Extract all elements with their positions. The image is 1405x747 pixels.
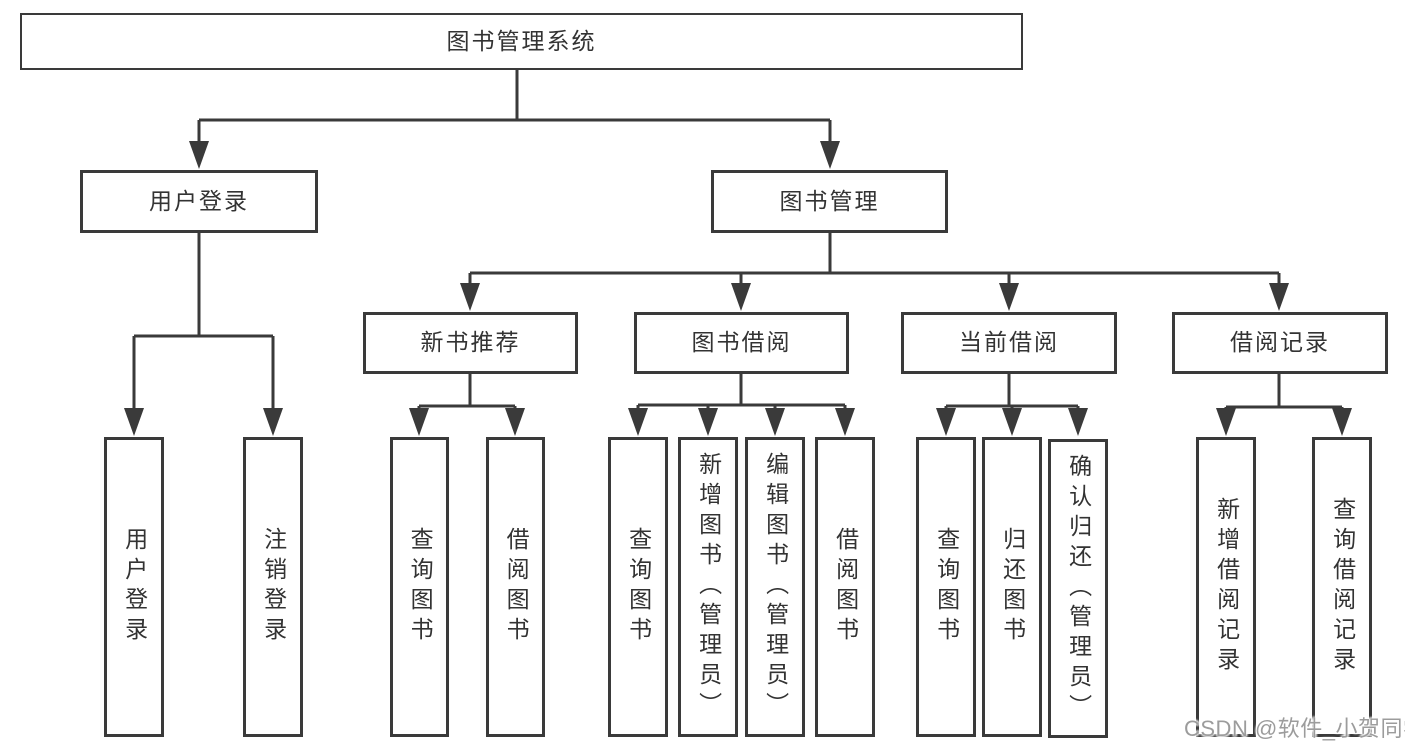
arrow-down-icon	[1269, 283, 1289, 311]
node-label: 用户登录	[121, 527, 148, 647]
csdn-watermark: CSDN @软件_小贺同学	[1184, 716, 1405, 741]
connector-stems	[132, 69, 1344, 412]
leaf-recommend-query-books: 查询图书	[390, 437, 449, 737]
leaf-user-login: 用户登录	[104, 437, 164, 737]
node-label: 注销登录	[260, 527, 287, 647]
leaf-current-confirm-return-admin: 确认归还（管理员）	[1048, 439, 1108, 738]
arrow-down-icon	[936, 408, 956, 436]
node-borrowing-records: 借阅记录	[1172, 312, 1388, 374]
leaf-records-query-record: 查询借阅记录	[1312, 437, 1372, 737]
node-label: 当前借阅	[959, 329, 1059, 356]
node-root-system: 图书管理系统	[20, 13, 1023, 70]
arrow-down-icon	[189, 141, 209, 169]
node-label: 查询图书	[407, 527, 434, 647]
leaf-recommend-borrow-books: 借阅图书	[486, 437, 545, 737]
arrow-down-icon	[765, 408, 785, 436]
node-label: 图书借阅	[691, 329, 792, 356]
arrow-down-icon	[124, 408, 144, 436]
node-new-book-recommend: 新书推荐	[363, 312, 578, 374]
node-label: 新增图书（管理员）	[695, 452, 722, 722]
node-label: 新增借阅记录	[1213, 497, 1240, 677]
arrow-down-icon	[999, 283, 1019, 311]
node-label: 查询借阅记录	[1329, 497, 1356, 677]
leaf-current-query-books: 查询图书	[916, 437, 976, 737]
arrow-down-icon	[263, 408, 283, 436]
arrow-down-icon	[409, 408, 429, 436]
node-label: 归还图书	[999, 527, 1026, 647]
node-book-borrowing: 图书借阅	[634, 312, 849, 374]
arrow-down-icon	[460, 283, 480, 311]
leaf-borrowing-add-books-admin: 新增图书（管理员）	[678, 437, 738, 737]
node-label: 确认归还（管理员）	[1065, 453, 1092, 724]
node-label: 新书推荐	[420, 329, 521, 356]
node-label: 借阅图书	[503, 527, 530, 647]
node-label: 查询图书	[625, 527, 652, 647]
arrow-down-icon	[1216, 408, 1236, 436]
leaf-borrowing-edit-books-admin: 编辑图书（管理员）	[745, 437, 805, 737]
node-label: 图书管理	[779, 187, 880, 214]
arrow-down-icon	[820, 141, 840, 169]
node-user-login: 用户登录	[80, 170, 318, 233]
arrow-down-icon	[628, 408, 648, 436]
arrow-down-icon	[505, 408, 525, 436]
node-label: 借阅记录	[1230, 329, 1330, 356]
arrow-down-icon	[698, 408, 718, 436]
arrow-down-icon	[835, 408, 855, 436]
node-label: 借阅图书	[832, 527, 859, 647]
node-label: 查询图书	[933, 527, 960, 647]
leaf-borrowing-borrow-books: 借阅图书	[815, 437, 875, 737]
leaf-logout: 注销登录	[243, 437, 303, 737]
leaf-borrowing-query-books: 查询图书	[608, 437, 668, 737]
arrowhead-icons	[124, 141, 1352, 436]
node-label: 编辑图书（管理员）	[762, 452, 789, 722]
leaf-records-add-record: 新增借阅记录	[1196, 437, 1256, 737]
node-label: 用户登录	[149, 187, 249, 214]
node-current-borrowing: 当前借阅	[901, 312, 1117, 374]
arrow-down-icon	[1002, 408, 1022, 436]
leaf-current-return-books: 归还图书	[982, 437, 1042, 737]
node-label: 图书管理系统	[446, 27, 597, 54]
node-book-management: 图书管理	[711, 170, 948, 233]
arrow-down-icon	[731, 283, 751, 311]
arrow-down-icon	[1332, 408, 1352, 436]
arrow-down-icon	[1068, 408, 1088, 436]
